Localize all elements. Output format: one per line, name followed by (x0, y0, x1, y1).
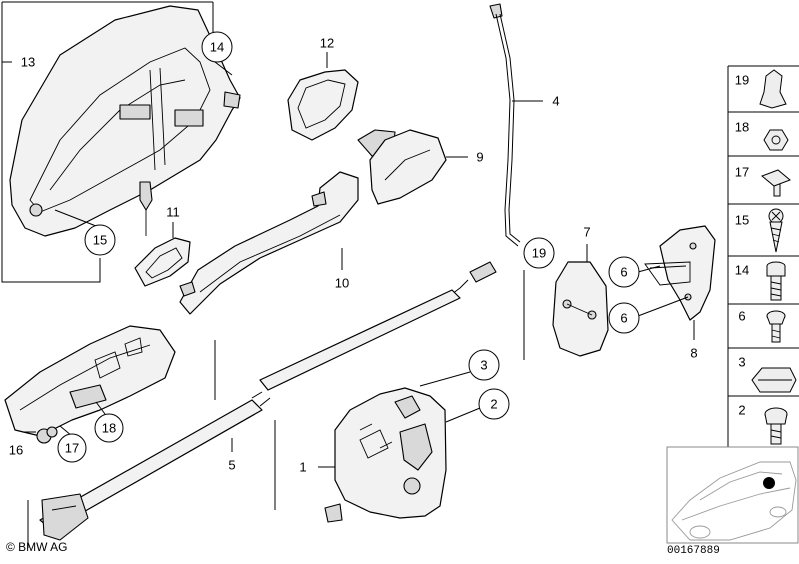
part-11-gasket[interactable]: 11 (134, 205, 191, 287)
callout-2[interactable]: 2 (445, 388, 510, 423)
footer: © BMW AG 00167889 (6, 540, 720, 557)
part-4-rod[interactable]: 4 (489, 3, 560, 247)
callout-4-label: 4 (552, 94, 559, 109)
callout-2-label: 2 (490, 397, 497, 412)
callout-6-upper-label: 6 (620, 265, 627, 280)
callout-5-label: 5 (228, 458, 235, 473)
car-outline-icon (671, 461, 797, 541)
callout-7-label: 7 (583, 225, 590, 240)
callout-12-label: 12 (320, 36, 334, 51)
copyright-text: © BMW AG (6, 540, 68, 554)
callout-8-label: 8 (690, 346, 697, 361)
callout-10-label: 10 (335, 276, 349, 291)
hardware-legend: 19 18 17 15 14 (727, 65, 799, 450)
legend-label-2: 2 (738, 403, 745, 418)
legend-label-6: 6 (738, 309, 745, 324)
part-10-door-handle[interactable]: 10 (179, 171, 359, 315)
callout-19-label: 19 (532, 246, 546, 261)
legend-label-14: 14 (735, 263, 749, 278)
legend-label-3: 3 (738, 355, 745, 370)
legend-row-6[interactable]: 6 (728, 309, 799, 349)
legend-row-15[interactable]: 15 (728, 208, 799, 257)
frame-lines (27, 270, 525, 548)
part-9-cover-cap[interactable]: 9 (357, 129, 484, 205)
callout-15-label: 15 (93, 233, 107, 248)
car-locator-thumbnail[interactable] (666, 446, 799, 544)
callout-14[interactable]: 14 (201, 31, 233, 76)
bowden-cable[interactable] (39, 261, 497, 541)
part-12-gasket[interactable]: 12 (287, 36, 359, 141)
callout-13-label: 13 (21, 55, 35, 70)
callout-6-lower[interactable]: 6 (608, 296, 689, 334)
callout-13: 13 (2, 55, 35, 70)
part-16-inner-handle[interactable]: 16 (4, 325, 176, 458)
callout-3-label: 3 (480, 358, 487, 373)
square-nut-icon (761, 169, 791, 197)
collar-screw-icon (764, 407, 788, 445)
callout-5: 5 (228, 438, 236, 473)
location-marker-icon (763, 477, 775, 489)
legend-row-3[interactable]: 3 (728, 355, 799, 397)
legend-label-19: 19 (735, 73, 749, 88)
clip-icon (759, 69, 787, 109)
callout-17-label: 17 (65, 441, 79, 456)
part-7-striker-plate[interactable]: 7 (552, 225, 609, 357)
legend-label-18: 18 (735, 120, 749, 135)
legend-row-18[interactable]: 18 (728, 120, 799, 157)
diagram-number: 00167889 (667, 545, 720, 557)
legend-row-14[interactable]: 14 (728, 261, 799, 305)
callout-18[interactable]: 18 (94, 401, 124, 443)
part-8-door-stop[interactable]: 8 (644, 225, 716, 361)
legend-label-15: 15 (735, 213, 749, 228)
callout-15-left[interactable]: 15 (54, 209, 116, 256)
callout-9-label: 9 (476, 150, 483, 165)
legend-row-2[interactable]: 2 (738, 403, 788, 445)
legend-label-17: 17 (735, 165, 749, 180)
callout-3[interactable]: 3 (419, 349, 500, 387)
legend-row-19[interactable]: 19 (728, 69, 799, 113)
callout-14-label: 14 (210, 40, 224, 55)
callout-17[interactable]: 17 (57, 425, 87, 463)
legend-row-17[interactable]: 17 (728, 165, 799, 205)
callout-19[interactable]: 19 (523, 237, 555, 269)
callout-1-label: 1 (299, 460, 306, 475)
hex-socket-bolt-icon (766, 261, 786, 301)
part-1-lock[interactable]: 1 (299, 387, 447, 523)
callout-16-label: 16 (9, 443, 23, 458)
plug-icon (751, 367, 797, 393)
callout-6-lower-label: 6 (620, 311, 627, 326)
hex-nut-icon (763, 129, 789, 151)
torx-screw-icon (766, 310, 786, 343)
phillips-screw-icon (768, 208, 784, 253)
part-13-handle-carrier[interactable] (1, 1, 241, 283)
callout-6-upper[interactable]: 6 (608, 256, 661, 288)
callout-11-label: 11 (166, 205, 180, 220)
callout-18-label: 18 (102, 421, 116, 436)
